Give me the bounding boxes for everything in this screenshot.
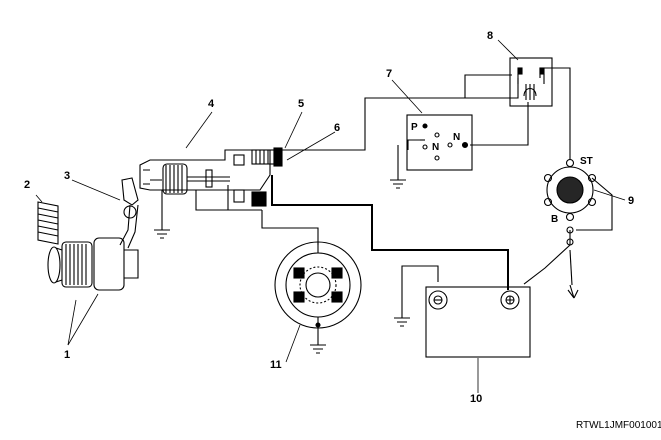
ring-gear-segment	[37, 201, 59, 245]
terminal-bolt	[251, 147, 283, 167]
starter-motor	[139, 147, 283, 207]
wiring	[161, 67, 579, 345]
switch-label-n-right: N	[453, 132, 460, 143]
shift-lever	[119, 177, 139, 249]
generator	[274, 241, 362, 329]
switch-label-n-left: N	[432, 142, 439, 153]
callout-leaders	[35, 39, 626, 393]
callout-6: 6	[334, 122, 340, 134]
callout-7: 7	[386, 68, 392, 80]
ignition-switch	[543, 158, 613, 246]
callout-11: 11	[270, 359, 282, 371]
pinion-gear	[47, 237, 139, 291]
solenoid-coil	[162, 163, 188, 195]
callout-8: 8	[487, 30, 493, 42]
callout-10: 10	[470, 393, 482, 405]
callout-2: 2	[24, 179, 30, 191]
starter-relay	[509, 57, 553, 107]
ground-icon	[394, 317, 410, 327]
callout-4: 4	[208, 98, 215, 110]
ignition-label-st: ST	[580, 156, 593, 167]
neutral-switch	[406, 114, 473, 171]
ground-icon	[154, 229, 170, 239]
figure-code: RTWL1JMF001001	[576, 420, 661, 431]
callout-3: 3	[64, 170, 70, 182]
switch-label-p: P	[411, 122, 418, 133]
ground-icon	[310, 344, 326, 354]
ground-symbols	[154, 179, 410, 354]
callout-numbers: 1 2 3 4 5 6 7 8 9 10 11 P N N ST B RTWL1…	[24, 30, 661, 431]
callout-5: 5	[298, 98, 304, 110]
callout-1: 1	[64, 349, 70, 361]
battery	[425, 286, 531, 358]
ground-icon	[390, 179, 406, 189]
callout-9: 9	[628, 195, 634, 207]
ignition-label-b: B	[551, 214, 558, 225]
